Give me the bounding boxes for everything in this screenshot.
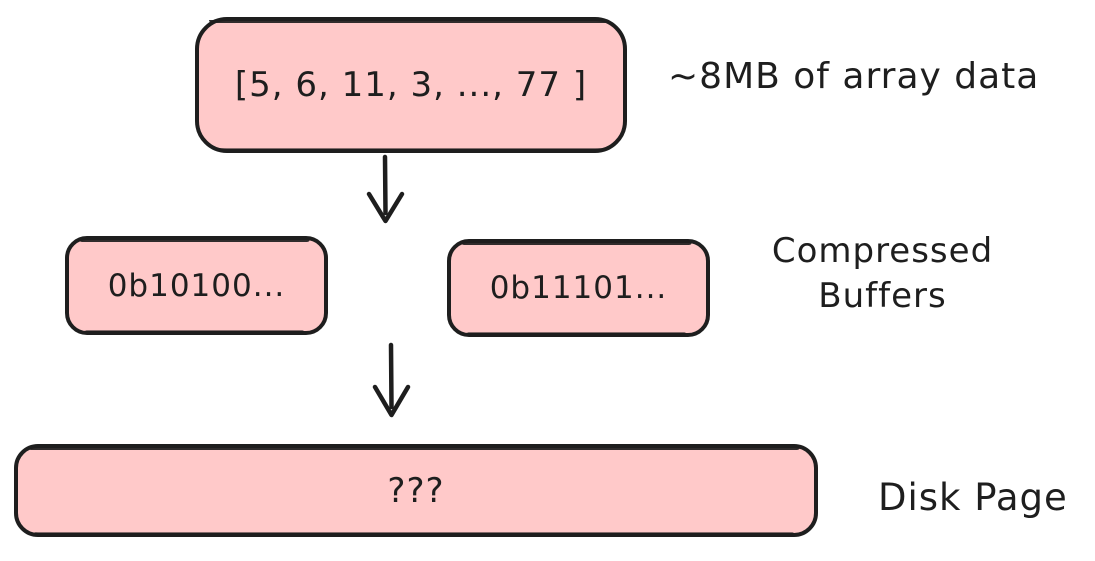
disk-page-label: Disk Page [878, 476, 1068, 519]
arrow-down-icon [372, 342, 411, 418]
compressed-buffers-label-line1: Compressed [771, 231, 994, 271]
compressed-buffers-label-line2: Buffers [818, 276, 947, 316]
compressed-buffer-box-1: 0b10100... [65, 236, 328, 335]
arrow-down-icon [366, 154, 405, 224]
array-data-text: [5, 6, 11, 3, ..., 77 ] [234, 65, 588, 105]
disk-page-box: ??? [14, 444, 818, 537]
disk-page-text: ??? [387, 470, 445, 511]
compressed-buffer-box-2: 0b11101... [447, 239, 710, 337]
compressed-buffers-label: Compressed Buffers [740, 229, 1025, 319]
buffer-2-text: 0b11101... [489, 270, 668, 306]
buffer-1-text: 0b10100... [107, 267, 286, 304]
array-data-box: [5, 6, 11, 3, ..., 77 ] [195, 17, 627, 153]
array-size-label: ~8MB of array data [668, 56, 1040, 97]
